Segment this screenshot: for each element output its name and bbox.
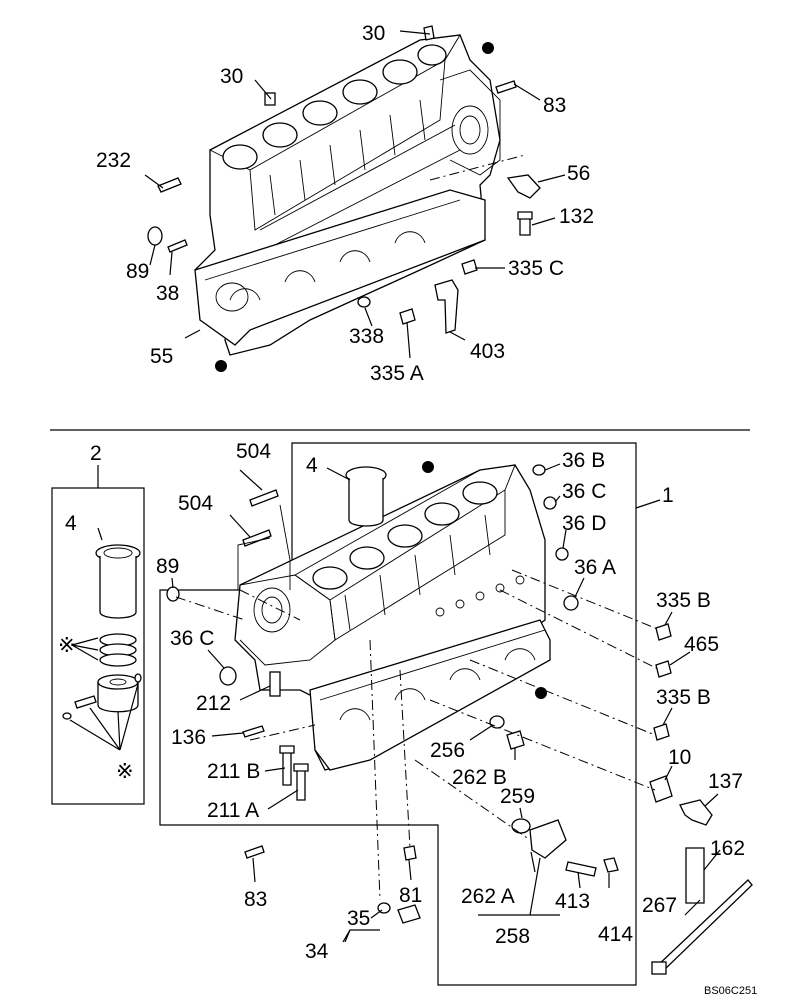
label-81: 81	[399, 884, 422, 907]
label-403: 403	[470, 340, 505, 363]
label-34: 34	[305, 940, 329, 963]
label-256: 256	[430, 739, 465, 762]
label-465: 465	[684, 633, 719, 656]
label-262a: 262 A	[461, 885, 515, 908]
label-335b-lower: 335 B	[656, 686, 711, 709]
label-89-lower: 89	[156, 555, 179, 578]
label-36d: 36 D	[562, 512, 606, 535]
label-38: 38	[156, 282, 179, 305]
label-55: 55	[150, 345, 173, 368]
label-338: 338	[349, 325, 384, 348]
label-35: 35	[347, 907, 370, 930]
upper-small-parts	[147, 25, 541, 372]
label-36b: 36 B	[562, 449, 605, 472]
label-212: 212	[196, 692, 231, 715]
label-267: 267	[642, 894, 677, 917]
label-36a: 36 A	[574, 556, 616, 579]
upper-leaders	[144, 30, 566, 359]
symbol-note-rings: ※	[58, 634, 76, 657]
label-4-block: 4	[306, 454, 318, 477]
label-4-kit: 4	[65, 512, 77, 535]
label-136: 136	[171, 726, 206, 749]
label-504-top: 504	[236, 440, 271, 463]
label-83-lower: 83	[244, 888, 267, 911]
upper-labels: 30 30 232 89 38 55 338 335 A 403 335 C 1…	[96, 22, 594, 385]
piston-kit-box	[51, 465, 145, 805]
label-162: 162	[710, 837, 745, 860]
label-335a: 335 A	[370, 362, 424, 385]
label-258: 258	[495, 925, 530, 948]
label-262b: 262 B	[452, 766, 507, 789]
label-137: 137	[708, 770, 743, 793]
label-1: 1	[662, 484, 674, 507]
label-132: 132	[559, 205, 594, 228]
label-10: 10	[668, 746, 691, 769]
label-335b-top: 335 B	[656, 589, 711, 612]
label-2: 2	[90, 442, 102, 465]
label-36c-left: 36 C	[170, 627, 214, 650]
label-211b: 211 B	[207, 760, 260, 783]
label-414: 414	[598, 923, 633, 946]
lower-small-parts	[166, 464, 753, 975]
upper-engine-block	[194, 34, 526, 356]
lower-engine-block	[234, 461, 551, 771]
label-504-lower: 504	[178, 492, 213, 515]
symbol-note-piston: ※	[116, 760, 134, 783]
label-89-upper: 89	[126, 260, 149, 283]
label-259: 259	[500, 785, 535, 808]
label-211a: 211 A	[207, 799, 259, 822]
label-30-left: 30	[220, 65, 243, 88]
lower-leaders	[171, 463, 721, 943]
label-83-upper: 83	[543, 94, 566, 117]
label-30-top: 30	[362, 22, 385, 45]
label-413: 413	[555, 890, 590, 913]
lower-guide-lines	[175, 504, 661, 901]
label-56: 56	[567, 162, 590, 185]
label-36c-right: 36 C	[562, 480, 606, 503]
lower-labels: 2 4 4 504 504 89 36 C 212 136 211 B 211 …	[58, 440, 745, 963]
label-335c: 335 C	[508, 257, 564, 280]
drawing-code: BS06C251	[704, 985, 757, 997]
label-232: 232	[96, 149, 131, 172]
